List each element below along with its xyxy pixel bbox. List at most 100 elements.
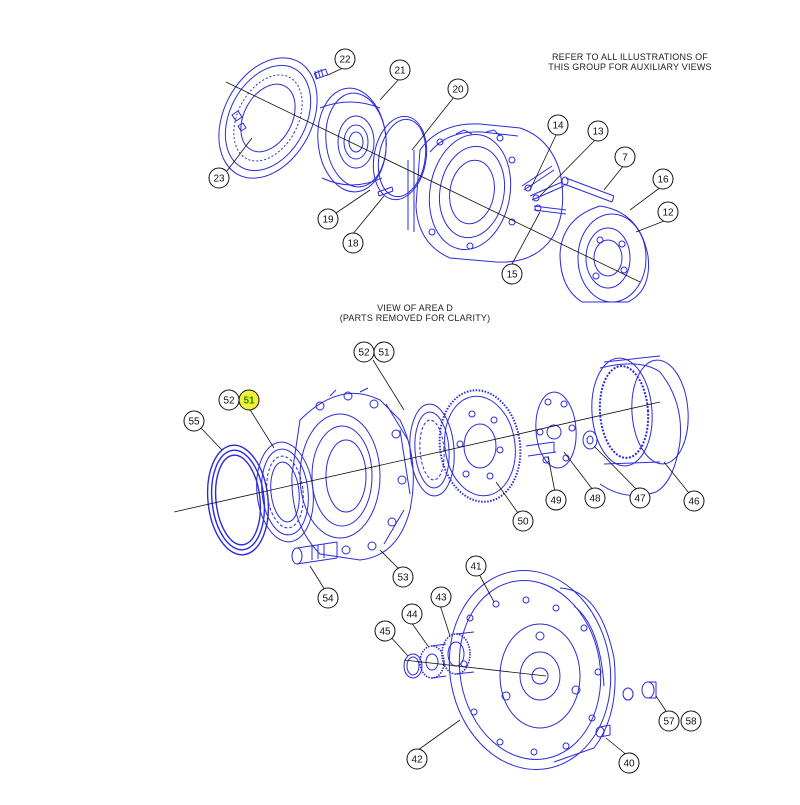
part-7-long-bolt (561, 176, 615, 203)
callout-circle (317, 208, 339, 230)
part-47-nut (582, 430, 598, 450)
callout-number: 52 (223, 396, 235, 407)
callout-55: 55 (183, 410, 205, 432)
part-57-58-plug (622, 681, 657, 701)
callout-number: 53 (397, 573, 409, 584)
top-housing (407, 123, 564, 263)
callout-circle (401, 603, 423, 625)
callout-50: 50 (512, 510, 534, 532)
part-48-plate (535, 391, 577, 469)
callout-43: 43 (430, 586, 452, 608)
part-49-shaft (525, 441, 557, 457)
callout-circle (512, 510, 534, 532)
centerlines (173, 81, 661, 677)
part-22-bolt (313, 68, 329, 80)
callout-circle (501, 263, 523, 285)
part-53-hub (291, 387, 414, 561)
callout-42: 42 (406, 748, 428, 770)
callout-number: 21 (394, 66, 406, 77)
refer-note: REFER TO ALL ILLUSTRATIONS OF THIS GROUP… (520, 52, 740, 72)
callout-circle (683, 490, 705, 512)
callout-circle (680, 710, 702, 732)
callout-19: 19 (317, 208, 339, 230)
callout-number: 12 (662, 208, 674, 219)
callout-number: 19 (322, 215, 334, 226)
callout-circle (334, 48, 356, 70)
refer-note-line-1: REFER TO ALL ILLUSTRATIONS OF (551, 52, 708, 62)
callout-circle (658, 710, 680, 732)
view-note: VIEW OF AREA D (PARTS REMOVED FOR CLARIT… (300, 303, 530, 323)
callout-circle (238, 389, 260, 411)
leader-lines (200, 66, 690, 757)
callout-7: 7 (614, 146, 636, 168)
callout-circle (183, 410, 205, 432)
part-18-pin (377, 186, 394, 197)
callout-circle (342, 232, 364, 254)
part-54-stud (291, 541, 338, 565)
callout-circle (618, 752, 640, 774)
callout-circle (657, 201, 679, 223)
part-40-bolt (595, 724, 611, 738)
callout-number: 41 (470, 562, 482, 573)
callout-20: 20 (447, 78, 469, 100)
callout-circle (629, 487, 651, 509)
part-21-disc-hub (317, 87, 387, 193)
part-41-42-housing (448, 570, 616, 770)
refer-note-line-2: THIS GROUP FOR AUXILIARY VIEWS (548, 62, 712, 72)
callout-44: 44 (401, 603, 423, 625)
callout-16: 16 (652, 168, 674, 190)
callout-number: 51 (378, 348, 390, 359)
callout-number: 51 (243, 396, 255, 407)
callout-number: 22 (339, 55, 351, 66)
callout-circle (389, 59, 411, 81)
callout-circle (317, 587, 339, 609)
callout-58: 58 (680, 710, 702, 732)
callout-51: 51 (373, 341, 395, 363)
callout-number: 55 (188, 417, 200, 428)
callout-46: 46 (683, 490, 705, 512)
callout-12: 12 (657, 201, 679, 223)
callout-number: 40 (623, 759, 635, 770)
callout-51: 51 (238, 389, 260, 411)
callout-21: 21 (389, 59, 411, 81)
callout-circle (373, 341, 395, 363)
callout-circle (430, 586, 452, 608)
callout-15: 15 (501, 263, 523, 285)
callout-number: 49 (550, 496, 562, 507)
callout-circle (587, 120, 609, 142)
callout-41: 41 (465, 555, 487, 577)
callout-circle (406, 748, 428, 770)
callout-circle (614, 146, 636, 168)
part-50-gear (438, 389, 522, 503)
callout-48: 48 (584, 487, 606, 509)
part-12-carrier (585, 227, 631, 289)
callout-number: 7 (622, 153, 628, 164)
callout-number: 13 (592, 127, 604, 138)
callout-circle (208, 167, 230, 189)
callout-circle (465, 555, 487, 577)
view-note-line-2: (PARTS REMOVED FOR CLARITY) (339, 313, 491, 323)
callout-number: 48 (589, 494, 601, 505)
callout-number: 46 (688, 497, 700, 508)
callout-14: 14 (547, 114, 569, 136)
callout-circle (584, 487, 606, 509)
callout-circle (652, 168, 674, 190)
part-45-snap-ring (403, 653, 423, 679)
callout-number: 58 (685, 717, 697, 728)
callout-number: 47 (634, 494, 646, 505)
part-23-bearing-plate (218, 57, 318, 179)
callout-number: 20 (452, 85, 464, 96)
callout-54: 54 (317, 587, 339, 609)
callout-number: 52 (358, 348, 370, 359)
callout-circle (447, 78, 469, 100)
part-13-14-15-bolts (521, 165, 567, 215)
callout-number: 18 (347, 239, 359, 250)
callout-number: 44 (406, 610, 418, 621)
callout-number: 42 (411, 755, 423, 766)
callout-22: 22 (334, 48, 356, 70)
callout-52: 52 (353, 341, 375, 363)
callout-57: 57 (658, 710, 680, 732)
callout-number: 57 (663, 717, 675, 728)
